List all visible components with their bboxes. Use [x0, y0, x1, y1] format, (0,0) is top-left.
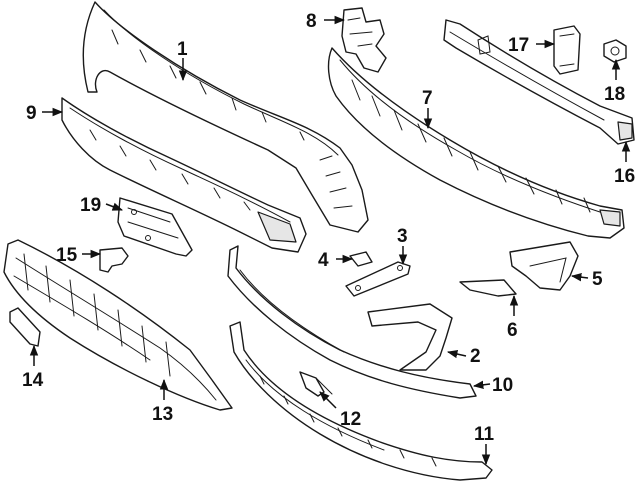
- part-12-bolt: [299, 371, 333, 397]
- callout-14: 14: [22, 370, 44, 391]
- callout-3: 3: [397, 226, 408, 247]
- part-17-bracket: [553, 25, 581, 75]
- part-2-deflector: [367, 303, 453, 371]
- part-19-license-bracket: [117, 197, 193, 257]
- part-15-connector: [99, 247, 129, 273]
- part-8-sensor-module: [341, 7, 387, 73]
- callout-15: 15: [56, 245, 78, 266]
- callout-18: 18: [604, 84, 625, 105]
- callout-5: 5: [592, 269, 603, 290]
- leader-lines: [29, 15, 631, 466]
- callout-19: 19: [80, 195, 101, 216]
- callout-1: 1: [177, 39, 188, 60]
- part-4-clip: [349, 251, 373, 267]
- part-13-lower-grille: [3, 239, 233, 411]
- part-7-energy-absorber: [327, 47, 625, 239]
- part-6-trim: [459, 279, 517, 297]
- part-1-bumper-cover: [82, 1, 369, 233]
- callout-13: 13: [152, 404, 173, 425]
- callout-11: 11: [474, 424, 495, 445]
- part-9-lower-reinforcement: [61, 97, 307, 253]
- part-16-impact-bar: [443, 19, 635, 145]
- callout-9: 9: [26, 103, 37, 124]
- callout-labels: 1 2 3 4 5 6 7 8 9 10 11 12 13 14 15 16 1…: [22, 11, 635, 445]
- callout-8: 8: [306, 11, 317, 32]
- callout-2: 2: [470, 346, 481, 367]
- callout-4: 4: [318, 250, 329, 271]
- callout-17: 17: [508, 35, 529, 56]
- callout-10: 10: [492, 375, 513, 396]
- callout-16: 16: [614, 166, 635, 187]
- part-11-air-dam: [229, 321, 493, 481]
- part-10-lower-lip: [227, 245, 477, 399]
- part-5-fog-bezel: [509, 241, 579, 291]
- callout-12: 12: [340, 409, 361, 430]
- callout-6: 6: [507, 320, 518, 341]
- part-18-clip: [603, 39, 627, 63]
- part-14-insert: [9, 307, 41, 347]
- callout-7: 7: [422, 88, 433, 109]
- part-3-bracket: [345, 261, 411, 297]
